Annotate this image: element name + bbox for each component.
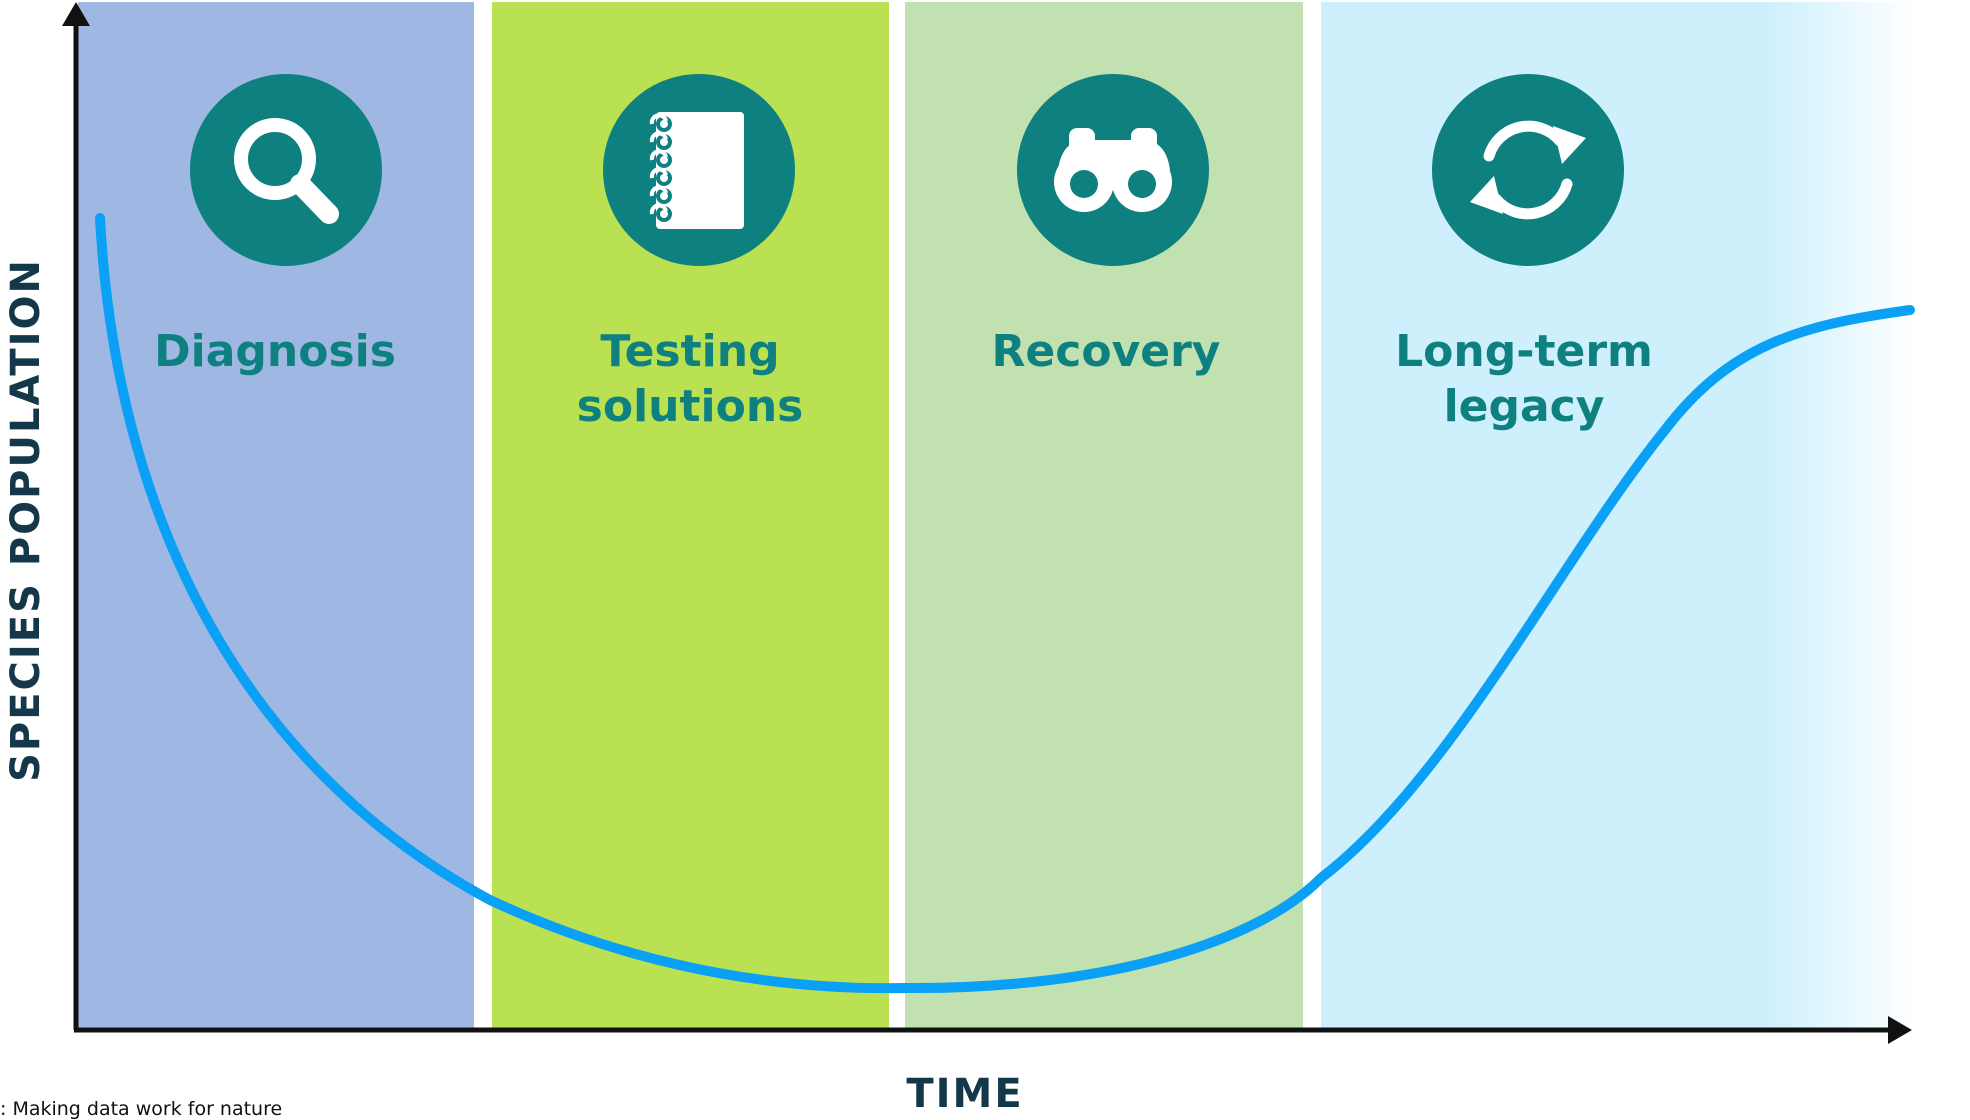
notebook-icon xyxy=(603,74,795,266)
stage-label-testing-solutions-line-2: solutions xyxy=(577,381,804,432)
refresh-cycle-icon xyxy=(1432,74,1624,266)
magnifier-icon xyxy=(190,74,382,266)
stage-label-diagnosis-line-1: Diagnosis xyxy=(154,326,396,377)
axes xyxy=(62,2,1912,1044)
y-axis-arrowhead xyxy=(62,2,90,26)
y-axis-label: SPECIES POPULATION xyxy=(3,258,49,782)
stage-label-long-term-legacy-line-2: legacy xyxy=(1444,381,1605,432)
x-axis-arrowhead xyxy=(1888,1016,1912,1044)
stage-label-long-term-legacy-line-1: Long-term xyxy=(1395,326,1653,377)
stage-label-testing-solutions-line-1: Testing xyxy=(600,326,779,377)
binoculars-icon xyxy=(1017,74,1209,266)
stage-label-recovery-line-1: Recovery xyxy=(992,326,1221,377)
x-axis-label: TIME xyxy=(906,1071,1023,1116)
population-curve xyxy=(95,213,1915,994)
footer-caption: : Making data work for nature xyxy=(0,1098,283,1120)
